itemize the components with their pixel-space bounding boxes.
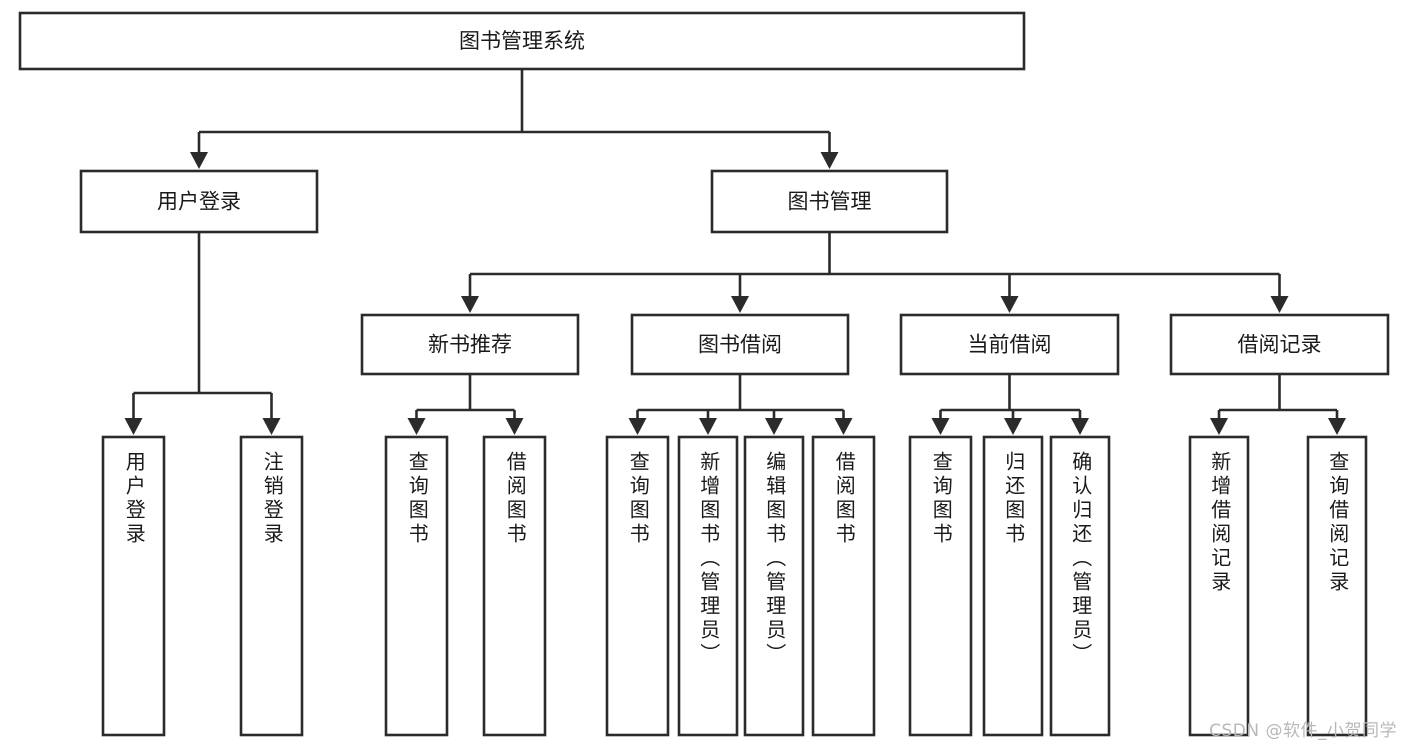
node-leaf-box-6[interactable] bbox=[743, 435, 805, 737]
node-leaf-box-11[interactable] bbox=[1188, 435, 1250, 737]
node-level3-label-3: 借阅记录 bbox=[1238, 333, 1322, 357]
node-level3-box-2[interactable] bbox=[899, 313, 1120, 376]
node-leaf-box-5[interactable] bbox=[677, 435, 739, 737]
arrow-head-icon bbox=[765, 418, 783, 435]
node-level3-label-0: 新书推荐 bbox=[428, 333, 512, 357]
node-level3-box-0[interactable] bbox=[360, 313, 580, 376]
arrow-head-icon bbox=[699, 418, 717, 435]
arrow-head-icon bbox=[931, 418, 950, 435]
node-root-label: 图书管理系统 bbox=[459, 29, 585, 53]
arrow-head-icon bbox=[124, 418, 143, 435]
node-leaf-box-2[interactable] bbox=[384, 435, 449, 737]
arrow-head-icon bbox=[1004, 418, 1022, 435]
node-level3-label-2: 当前借阅 bbox=[968, 333, 1052, 357]
arrow-head-icon bbox=[407, 418, 426, 435]
arrow-head-icon bbox=[1270, 296, 1289, 313]
node-leaf-box-7[interactable] bbox=[811, 435, 876, 737]
arrow-head-icon bbox=[262, 418, 281, 435]
arrow-head-icon bbox=[628, 418, 647, 435]
node-leaf-box-9[interactable] bbox=[982, 435, 1044, 737]
node-leaf-box-3[interactable] bbox=[482, 435, 547, 737]
arrow-head-icon bbox=[834, 418, 853, 435]
node-leaf-box-1[interactable] bbox=[239, 435, 304, 737]
connector-lines-group bbox=[124, 69, 1346, 435]
csdn-watermark: CSDN @软件_小贺同学 bbox=[1209, 721, 1397, 741]
node-boxes-group bbox=[18, 11, 1390, 737]
arrow-head-icon bbox=[505, 418, 524, 435]
node-leaf-box-8[interactable] bbox=[908, 435, 973, 737]
node-level3-label-1: 图书借阅 bbox=[698, 333, 782, 357]
arrow-head-icon bbox=[820, 152, 839, 169]
node-level2-label-0: 用户登录 bbox=[157, 190, 241, 214]
arrow-head-icon bbox=[1000, 296, 1019, 313]
arrow-head-icon bbox=[190, 152, 208, 169]
node-level2-box-0[interactable] bbox=[79, 169, 319, 234]
node-level2-box-1[interactable] bbox=[710, 169, 949, 234]
node-level3-box-1[interactable] bbox=[630, 313, 850, 376]
node-leaf-box-10[interactable] bbox=[1049, 435, 1111, 737]
node-leaf-box-0[interactable] bbox=[101, 435, 166, 737]
node-level3-box-3[interactable] bbox=[1169, 313, 1390, 376]
node-leaf-box-4[interactable] bbox=[605, 435, 670, 737]
arrow-head-icon bbox=[1071, 418, 1089, 435]
node-level2-label-1: 图书管理 bbox=[788, 190, 872, 214]
arrow-head-icon bbox=[731, 296, 749, 313]
arrow-head-icon bbox=[1210, 418, 1228, 435]
arrow-head-icon bbox=[1328, 418, 1346, 435]
node-leaf-box-12[interactable] bbox=[1306, 435, 1368, 737]
node-root-box[interactable] bbox=[18, 11, 1026, 71]
arrow-head-icon bbox=[461, 296, 479, 313]
